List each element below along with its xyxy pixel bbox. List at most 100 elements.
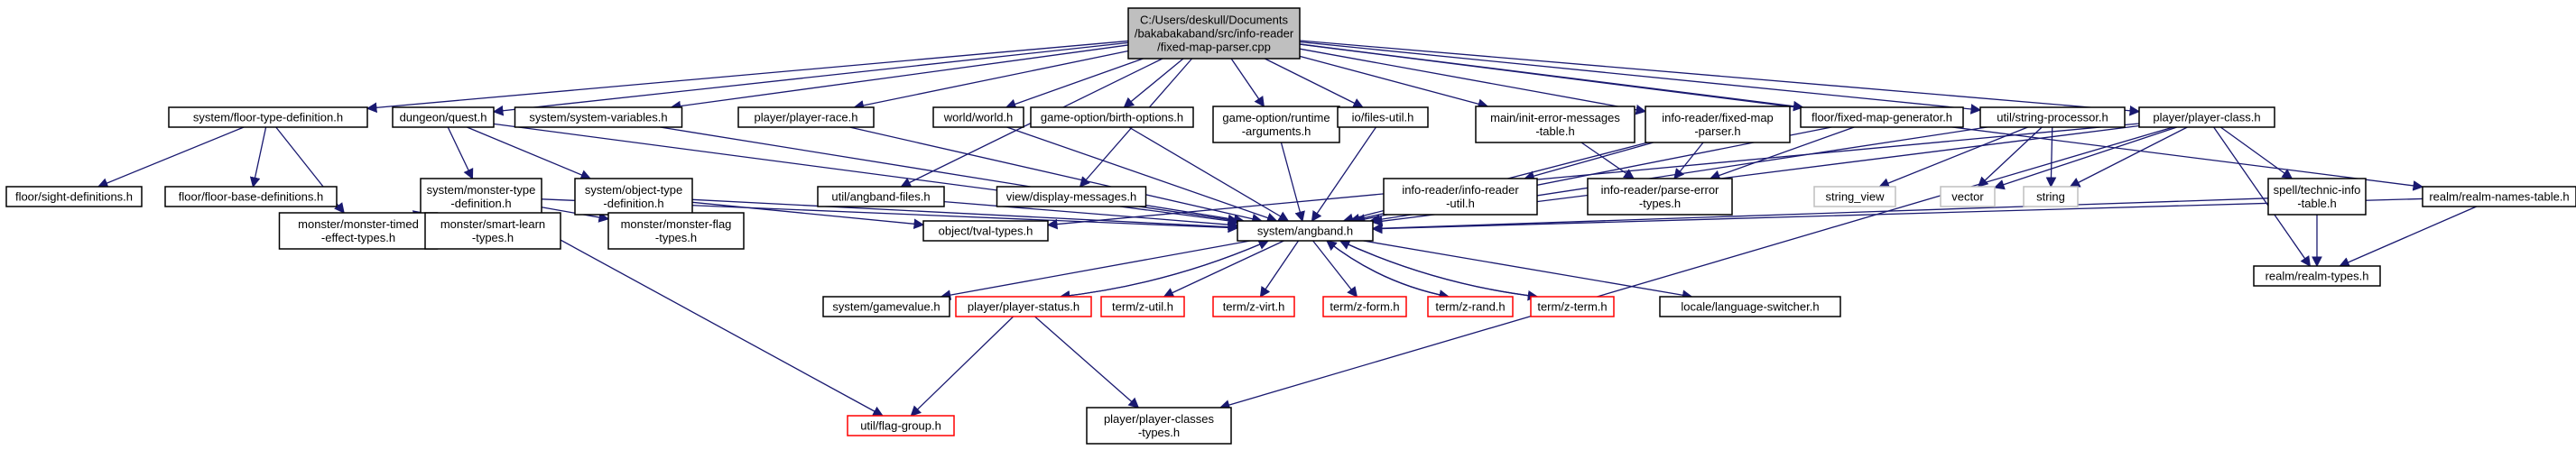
- edge-floor-type-def-to-sight-defs: [97, 126, 245, 188]
- node-box: [1100, 296, 1185, 317]
- node-floor-type-def[interactable]: system/floor-type-definition.h: [168, 106, 368, 128]
- edge-dungeon-quest-to-monster-type-def: [447, 126, 474, 180]
- node-box: [514, 106, 683, 128]
- node-box: [2422, 186, 2576, 207]
- node-label: term/z-form.h: [1330, 300, 1399, 314]
- edge-system-angband-to-language-switcher: [1363, 240, 1693, 300]
- edge-display-messages-to-system-angband: [1138, 206, 1239, 225]
- node-label: system/gamevalue.h: [832, 300, 940, 314]
- edge-player-class-to-realm-types: [2213, 126, 2312, 267]
- node-monster-type-def[interactable]: system/monster-type-definition.h: [420, 178, 542, 216]
- node-label: /fixed-map-parser.cpp: [1157, 41, 1271, 54]
- node-runtime-args[interactable]: game-option/runtime-arguments.h: [1212, 106, 1340, 143]
- node-system-variables[interactable]: system/system-variables.h: [514, 106, 683, 128]
- node-label: dungeon/quest.h: [400, 111, 487, 124]
- node-label: -types.h: [655, 231, 697, 244]
- node-gamevalue[interactable]: system/gamevalue.h: [822, 296, 950, 317]
- edge-fixed-map-parser-to-parse-error-types: [1673, 142, 1704, 179]
- edge-fixed-map-gen-to-parse-error-types: [1709, 126, 1855, 180]
- node-flag-group[interactable]: util/flag-group.h: [847, 415, 955, 436]
- node-label: system/floor-type-definition.h: [193, 111, 343, 124]
- edge-root-to-fixed-map-parser: [1299, 48, 1647, 115]
- node-box: [2023, 186, 2079, 207]
- edge-root-to-init-error: [1299, 55, 1489, 109]
- node-label: util/string-processor.h: [1997, 111, 2108, 124]
- edge-files-util-to-system-angband: [1311, 126, 1377, 222]
- edge-system-angband-to-z-form: [1312, 240, 1358, 298]
- node-box: [996, 186, 1147, 207]
- node-z-util[interactable]: term/z-util.h: [1100, 296, 1185, 317]
- node-z-form[interactable]: term/z-form.h: [1322, 296, 1407, 317]
- node-label: info-reader/parse-error: [1601, 183, 1719, 197]
- node-label: player/player-classes: [1104, 412, 1215, 426]
- node-label: -effect-types.h: [321, 231, 395, 244]
- node-string-view[interactable]: string_view: [1813, 186, 1896, 207]
- node-init-error[interactable]: main/init-error-messages-table.h: [1475, 106, 1635, 143]
- node-label: info-reader/info-reader: [1402, 183, 1519, 197]
- node-object-type-def[interactable]: system/object-type-definition.h: [574, 178, 693, 216]
- node-monster-timed[interactable]: monster/monster-timed-effect-types.h: [278, 212, 439, 250]
- node-label: system/angband.h: [1257, 225, 1353, 238]
- node-root[interactable]: C:/Users/deskull/Documents/bakabakaband/…: [1127, 7, 1301, 60]
- node-files-util[interactable]: io/files-util.h: [1337, 106, 1429, 128]
- node-label: realm/realm-names-table.h: [2429, 190, 2569, 204]
- node-world[interactable]: world/world.h: [932, 106, 1024, 128]
- node-box: [424, 212, 561, 250]
- node-box: [1212, 106, 1340, 143]
- node-monster-flag[interactable]: monster/monster-flag-types.h: [607, 212, 745, 250]
- node-birth-options[interactable]: game-option/birth-options.h: [1030, 106, 1194, 128]
- edge-world-to-system-angband: [1006, 126, 1278, 224]
- node-label: term/z-rand.h: [1435, 300, 1505, 314]
- edge-z-term-to-system-angband: [1339, 240, 1538, 298]
- edge-dungeon-quest-to-system-angband: [493, 123, 1239, 226]
- node-label: game-option/runtime: [1222, 111, 1330, 124]
- node-player-status[interactable]: player/player-status.h: [955, 296, 1092, 317]
- node-smart-learn[interactable]: monster/smart-learn-types.h: [424, 212, 561, 250]
- node-box: [737, 106, 875, 128]
- node-label: spell/technic-info: [2274, 183, 2361, 197]
- node-box: [1530, 296, 1615, 317]
- node-player-race[interactable]: player/player-race.h: [737, 106, 875, 128]
- edge-init-error-to-parse-error-types: [1580, 142, 1635, 179]
- node-label: world/world.h: [943, 111, 1014, 124]
- node-dungeon-quest[interactable]: dungeon/quest.h: [392, 106, 495, 128]
- node-box: [1979, 106, 2126, 128]
- node-string[interactable]: string: [2023, 186, 2079, 207]
- node-box: [1813, 186, 1896, 207]
- edge-system-angband-to-player-status: [1059, 240, 1269, 301]
- node-fixed-map-parser[interactable]: info-reader/fixed-map-parser.h: [1645, 106, 1791, 143]
- node-floor-base-defs[interactable]: floor/floor-base-definitions.h: [164, 186, 338, 207]
- edge-root-to-dungeon-quest: [492, 41, 1129, 116]
- node-box: [1659, 296, 1841, 317]
- node-z-rand[interactable]: term/z-rand.h: [1427, 296, 1514, 317]
- node-label: realm/realm-types.h: [2266, 270, 2369, 283]
- node-label: -types.h: [472, 231, 514, 244]
- node-label: object/tval-types.h: [939, 225, 1033, 238]
- node-player-class[interactable]: player/player-class.h: [2138, 106, 2275, 128]
- node-vector[interactable]: vector: [1940, 186, 1996, 207]
- node-display-messages[interactable]: view/display-messages.h: [996, 186, 1147, 207]
- node-player-classes-types[interactable]: player/player-classes-types.h: [1086, 407, 1232, 445]
- node-label: player/player-status.h: [968, 300, 1080, 314]
- node-box: [2138, 106, 2275, 128]
- node-fixed-map-gen[interactable]: floor/fixed-map-generator.h: [1800, 106, 1964, 128]
- edge-player-class-to-tval-types: [1046, 123, 2140, 230]
- node-box: [1427, 296, 1514, 317]
- edge-dungeon-quest-to-object-type-def: [467, 126, 592, 180]
- node-info-reader-util[interactable]: info-reader/info-reader-util.h: [1383, 178, 1538, 216]
- node-technic-info[interactable]: spell/technic-info-table.h: [2267, 178, 2367, 216]
- node-sight-defs[interactable]: floor/sight-definitions.h: [5, 186, 143, 207]
- node-language-switcher[interactable]: locale/language-switcher.h: [1659, 296, 1841, 317]
- node-realm-names[interactable]: realm/realm-names-table.h: [2422, 186, 2576, 207]
- node-z-term[interactable]: term/z-term.h: [1530, 296, 1615, 317]
- node-angband-files[interactable]: util/angband-files.h: [817, 186, 945, 207]
- node-parse-error-types[interactable]: info-reader/parse-error-types.h: [1587, 178, 1733, 216]
- node-z-virt[interactable]: term/z-virt.h: [1212, 296, 1295, 317]
- edge-player-status-to-flag-group: [910, 316, 1015, 417]
- node-realm-types[interactable]: realm/realm-types.h: [2253, 265, 2381, 287]
- node-system-angband[interactable]: system/angband.h: [1237, 220, 1374, 242]
- edge-root-to-birth-options: [1123, 58, 1184, 108]
- edge-root-to-player-race: [853, 50, 1129, 111]
- node-string-processor[interactable]: util/string-processor.h: [1979, 106, 2126, 128]
- node-tval-types[interactable]: object/tval-types.h: [922, 220, 1049, 242]
